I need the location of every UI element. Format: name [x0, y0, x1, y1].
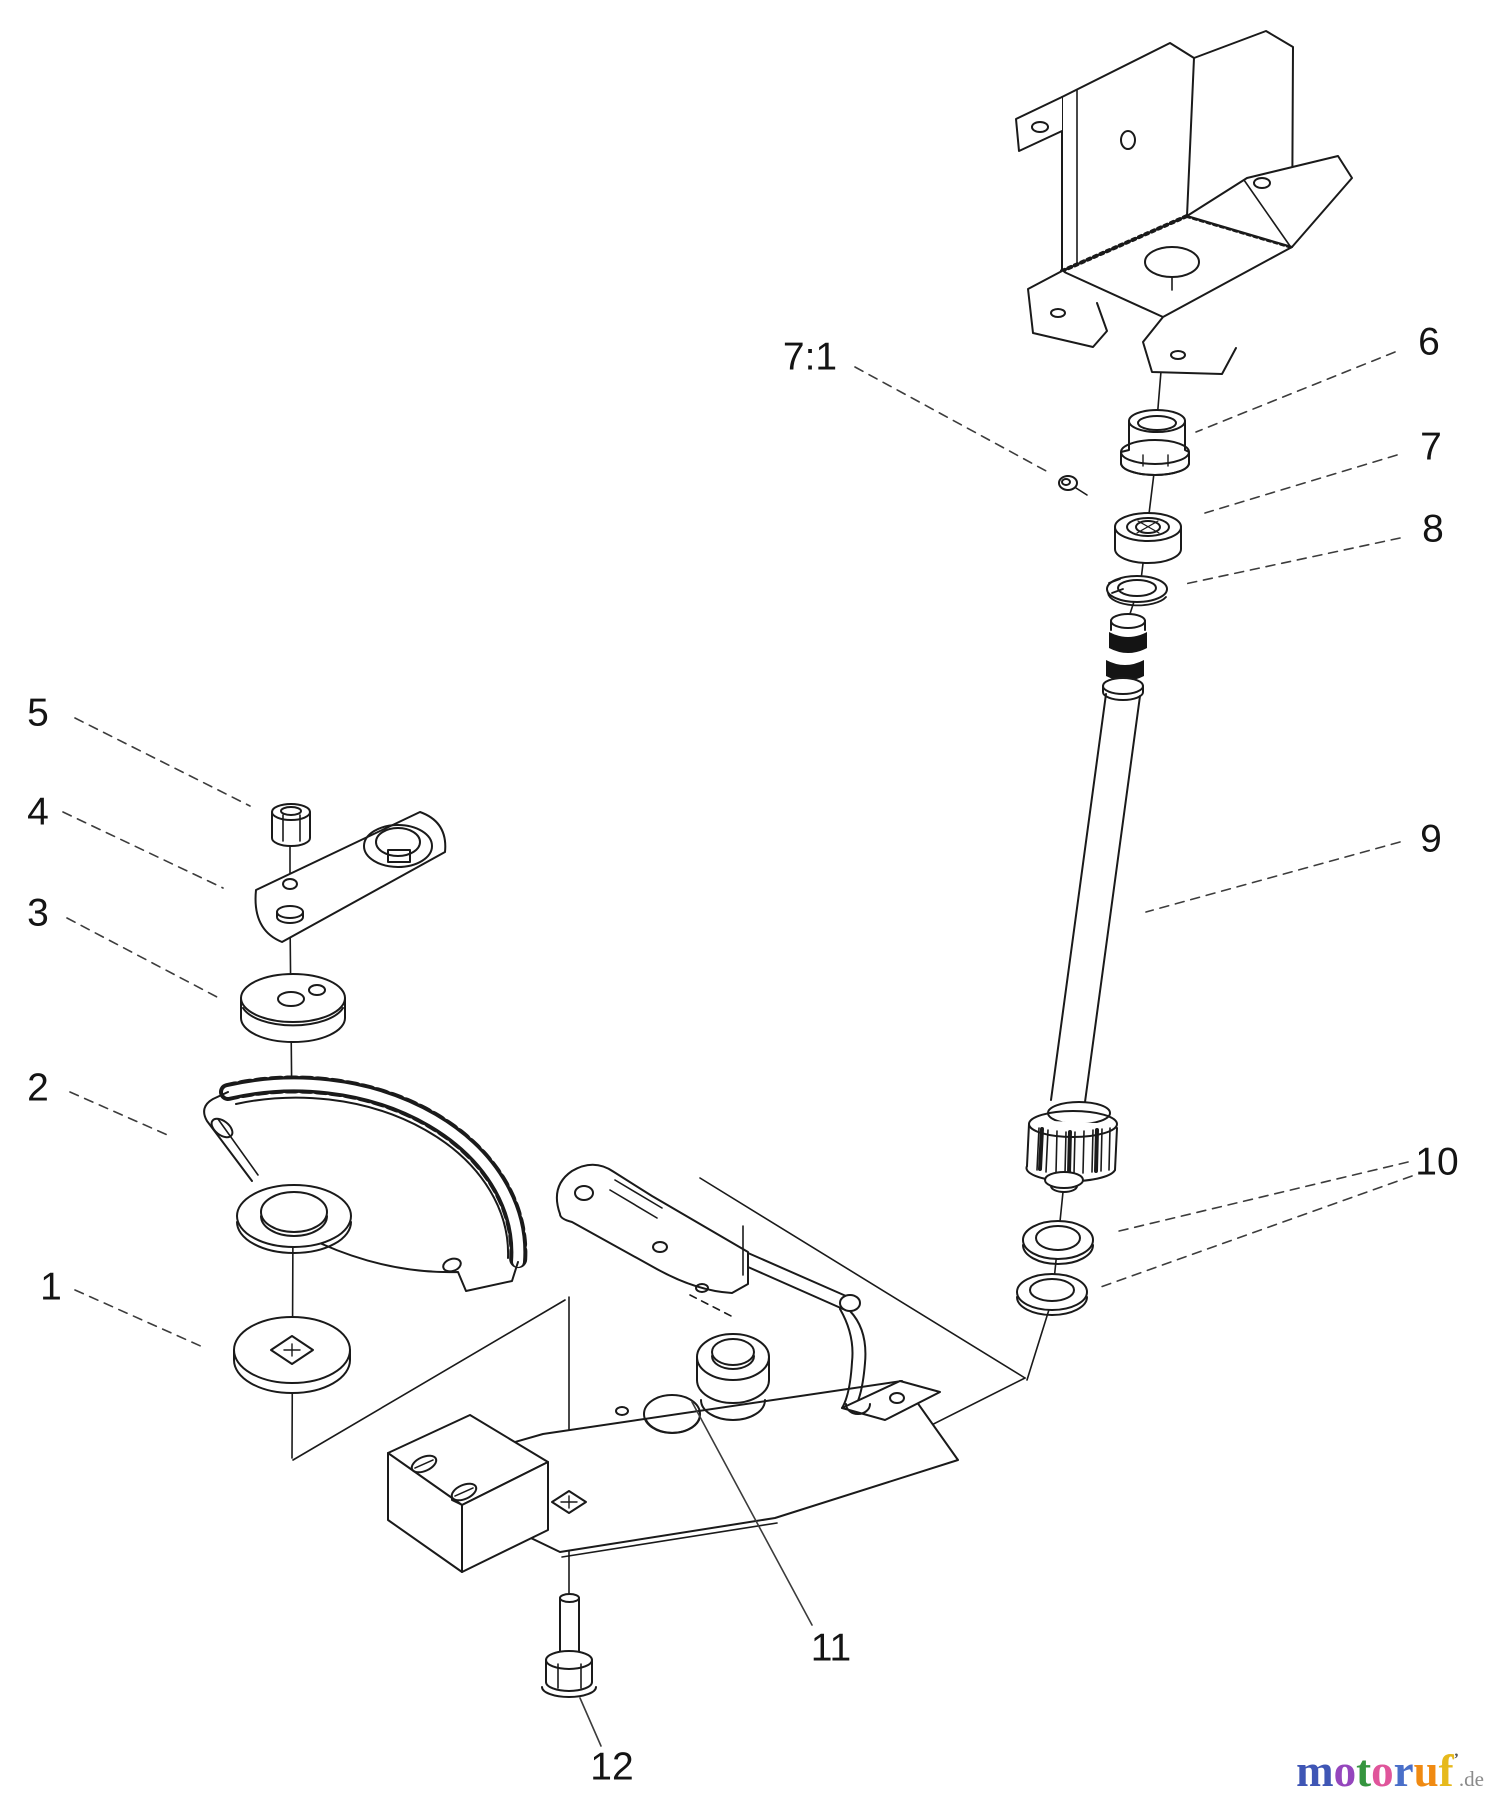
logo-letter: o	[1371, 1746, 1394, 1796]
callout-5-label: 5	[27, 691, 49, 735]
callout-10-label: 10	[1415, 1140, 1459, 1184]
sector-gear-part-2	[203, 1075, 528, 1292]
callout-leader-lines	[62, 351, 1413, 1349]
callout-2-label: 2	[27, 1066, 49, 1110]
steering-shaft-part-9	[1050, 613, 1147, 1103]
callout-7-1-label: 7:1	[782, 335, 838, 379]
spacer-part-3	[240, 973, 346, 1043]
callout-7-label: 7	[1420, 425, 1442, 469]
callout-9-label: 9	[1420, 817, 1442, 861]
washers-part-10	[1016, 1220, 1094, 1316]
lower-bracket-part-11	[387, 1163, 959, 1573]
logo-letter: m	[1296, 1746, 1334, 1796]
motoruf-logo-word: motoruf	[1296, 1746, 1454, 1796]
callout-4-label: 4	[27, 790, 49, 834]
callout-8-label: 8	[1422, 507, 1444, 551]
logo-letter: o	[1333, 1746, 1357, 1796]
callout-leader-lines-solid	[579, 1401, 813, 1747]
callout-12-label: 12	[590, 1745, 634, 1789]
lock-nut-part-5	[271, 803, 311, 847]
logo-mark: ’	[1453, 1751, 1459, 1768]
callout-11-label: 11	[810, 1626, 852, 1670]
callout-1-label: 1	[40, 1265, 62, 1309]
motoruf-logo: motoruf’.de	[1296, 1749, 1484, 1794]
logo-letter: r	[1393, 1746, 1414, 1796]
bearing-part-7	[1114, 512, 1182, 564]
set-screw-part-7-1	[1058, 475, 1088, 496]
logo-letter: u	[1413, 1746, 1439, 1796]
logo-letter: t	[1356, 1746, 1372, 1796]
callout-3-label: 3	[27, 891, 49, 935]
console-bracket	[1015, 30, 1353, 375]
callout-6-label: 6	[1418, 320, 1440, 364]
logo-letter: f	[1438, 1746, 1454, 1796]
logo-suffix: .de	[1458, 1767, 1484, 1791]
shaft-pinion-gear	[1025, 1101, 1118, 1193]
lock-washer-part-8	[1106, 575, 1168, 607]
steering-plate-part-4	[254, 811, 447, 943]
hex-bolt-part-12	[541, 1593, 597, 1698]
washer-part-1	[233, 1316, 351, 1394]
flanged-bushing-part-6	[1120, 409, 1190, 476]
